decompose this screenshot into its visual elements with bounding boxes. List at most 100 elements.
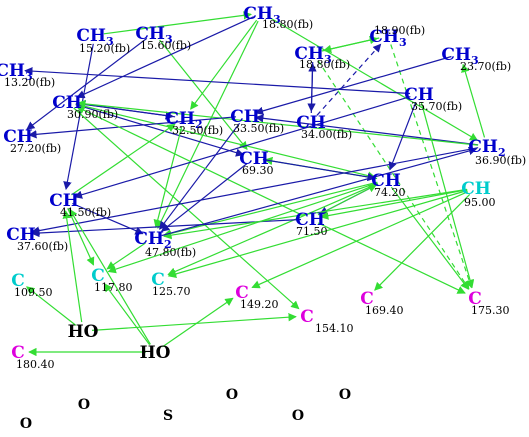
chemical-shift-label: 18.80(fb) xyxy=(299,58,350,71)
chemical-shift-label: 30.90(fb) xyxy=(67,108,118,121)
heteroatom-label: S xyxy=(163,408,173,424)
correlation-arrow xyxy=(75,104,245,157)
chemical-shift-label: 74.20 xyxy=(374,186,406,199)
atom-label: CH xyxy=(239,149,269,169)
correlation-arrow xyxy=(73,96,411,199)
atom-label: CH xyxy=(296,113,326,133)
chemical-shift-label: 34.00(fb) xyxy=(301,128,352,141)
atom-label: C xyxy=(151,270,165,290)
correlation-arrow xyxy=(374,193,471,291)
chemical-shift-label: 117.80 xyxy=(94,281,133,294)
atom-subscript: 3 xyxy=(471,54,479,67)
chemical-shift-label: 154.10 xyxy=(315,322,354,335)
atom-label: CH2 xyxy=(134,229,171,251)
correlation-arrows xyxy=(24,11,486,357)
chemical-shift-label: 32.50(fb) xyxy=(172,124,223,137)
heteroatom-label: O xyxy=(339,387,351,403)
atom-label: CH3 xyxy=(135,24,172,46)
correlation-arrow xyxy=(106,242,146,270)
atom-label: CH xyxy=(52,93,82,113)
correlation-arrow xyxy=(26,286,77,326)
atom-label: CH3 xyxy=(441,45,478,67)
chemical-shift-label: 125.70 xyxy=(152,285,191,298)
atom-label: CH2 xyxy=(468,137,505,159)
atom-label: CH xyxy=(3,127,33,147)
atom-node: HO xyxy=(68,322,99,342)
correlation-arrow xyxy=(73,107,300,310)
correlation-arrow xyxy=(255,114,479,146)
chemical-shift-label: 71.50 xyxy=(296,225,328,238)
atom-label: C xyxy=(235,283,249,303)
atom-label: CH xyxy=(461,179,491,199)
chemical-shift-label: 27.20(fb) xyxy=(10,142,61,155)
atom-label: CH xyxy=(404,85,434,105)
correlation-arrow xyxy=(254,55,452,115)
correlation-arrow xyxy=(190,19,258,110)
heteroatom-label: O xyxy=(78,397,90,413)
atom-label: CH2 xyxy=(165,109,202,131)
atom-label: C xyxy=(468,289,482,309)
atom-subscript: 2 xyxy=(498,146,506,159)
correlation-arrow xyxy=(77,99,479,146)
correlation-arrow xyxy=(62,210,83,323)
atom-label: CH3 xyxy=(369,27,406,49)
atom-subscript: 3 xyxy=(324,53,332,66)
atom-label: CH xyxy=(295,210,325,230)
correlation-arrow xyxy=(153,126,183,229)
atom-label: C xyxy=(11,271,25,291)
correlation-arrow xyxy=(63,43,94,191)
atom-label: C xyxy=(300,307,314,327)
correlation-arrow xyxy=(317,222,466,294)
chemical-shift-label: 37.60(fb) xyxy=(17,240,68,253)
correlation-arrow xyxy=(104,283,151,346)
heteroatom-label: O xyxy=(292,408,304,424)
chemical-shift-label: 33.50(fb) xyxy=(233,122,284,135)
correlation-arrow xyxy=(157,20,259,229)
chemical-shift-label: 18.80(fb) xyxy=(262,18,313,31)
chemical-shift-label: 23.70(fb) xyxy=(460,60,511,73)
chemical-shift-label: 169.40 xyxy=(365,304,404,317)
chemical-shift-label: 95.00 xyxy=(464,196,496,209)
chemical-shift-label: 109.50 xyxy=(14,286,53,299)
chemical-shift-label: 35.70(fb) xyxy=(411,100,462,113)
correlation-arrow xyxy=(28,116,237,139)
correlation-arrow xyxy=(251,191,469,289)
correlation-arrow xyxy=(308,63,317,114)
atom-label: CH3 xyxy=(243,4,280,26)
correlation-arrow xyxy=(167,183,378,276)
correlation-arrow xyxy=(316,43,382,116)
atom-label: HO xyxy=(140,343,171,363)
chemical-shift-label: 69.30 xyxy=(242,164,274,177)
atom-labels: CH315.20(fb)CH315.60(fb)CH318.80(fb)CH31… xyxy=(0,4,526,371)
correlation-arrow xyxy=(160,163,248,232)
chemical-shift-label: 36.90(fb) xyxy=(475,154,526,167)
atom-label: C xyxy=(360,289,374,309)
chemical-shift-label: 18.90(fb) xyxy=(374,24,425,37)
correlation-arrow xyxy=(26,37,148,130)
atom-label: CH3 xyxy=(0,61,33,83)
atom-subscript: 3 xyxy=(399,36,407,49)
correlation-arrow xyxy=(163,188,468,240)
chemical-shift-label: 47.80(fb) xyxy=(145,246,196,259)
correlation-arrow xyxy=(388,102,417,171)
atom-subscript: 2 xyxy=(195,118,203,131)
correlation-arrow xyxy=(77,100,176,118)
